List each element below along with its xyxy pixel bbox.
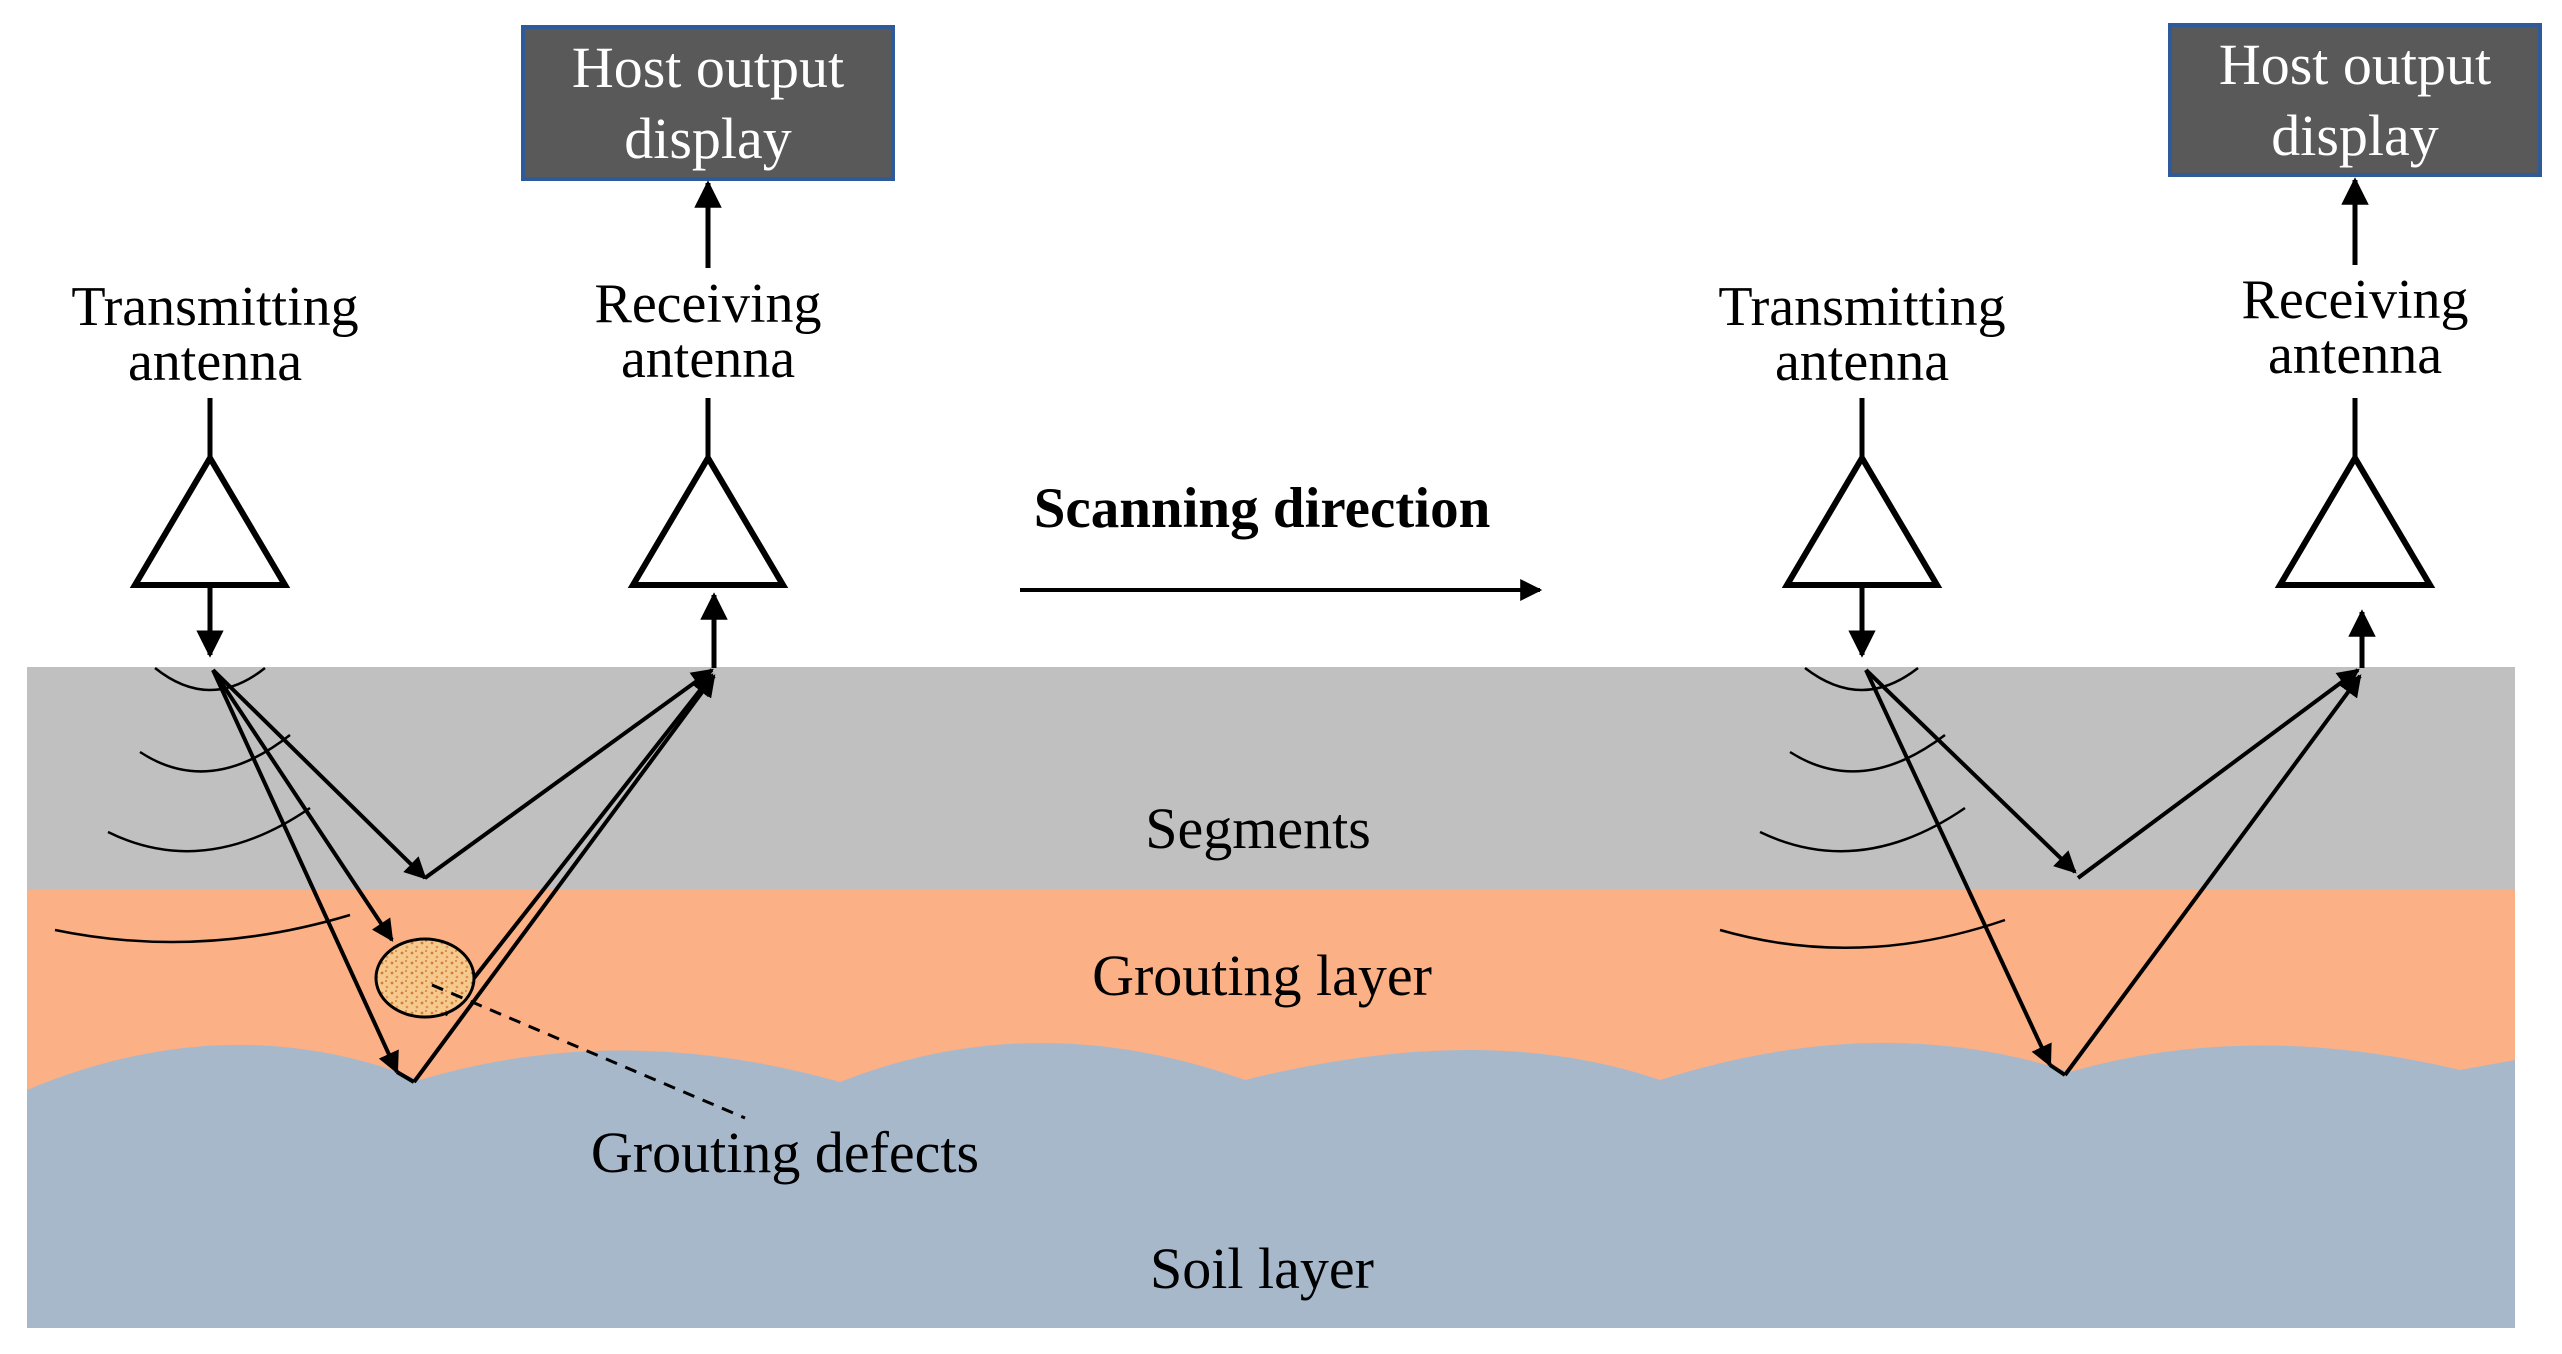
right-ray-paths	[1864, 668, 2362, 1077]
grouting-defects-label: Grouting defects	[591, 1120, 979, 1185]
left-host-box-line1: Host output	[572, 35, 844, 100]
right-receiving-label-line1: Receiving	[2241, 269, 2468, 331]
left-host-box: Host output display	[521, 25, 895, 181]
left-transmitting-label-line2: antenna	[128, 331, 302, 393]
triangle-antenna-icon	[129, 452, 291, 588]
right-host-box-line1: Host output	[2219, 32, 2491, 97]
triangle-antenna-icon	[2274, 452, 2436, 588]
soil-layer-label: Soil layer	[1150, 1236, 1374, 1301]
right-transmitting-label-line2: antenna	[1775, 331, 1949, 393]
triangle-antenna-icon	[627, 452, 789, 588]
grouting-layer-label: Grouting layer	[1092, 943, 1432, 1008]
right-transmitting-label-line1: Transmitting	[1718, 276, 2005, 338]
right-host-box: Host output display	[2168, 23, 2542, 177]
left-ray-paths	[211, 668, 716, 1084]
left-host-box-line2: display	[624, 106, 792, 171]
right-host-box-line2: display	[2271, 103, 2439, 168]
scanning-direction-label: Scanning direction	[1034, 477, 1491, 540]
segments-label: Segments	[1145, 796, 1371, 861]
soil-layer	[27, 1042, 2515, 1328]
left-transmitting-label-line1: Transmitting	[71, 276, 358, 338]
right-receiving-label-line2: antenna	[2268, 324, 2442, 386]
defect-ellipse-icon	[374, 937, 476, 1019]
left-receiving-label-line2: antenna	[621, 328, 795, 390]
left-receiving-label-line1: Receiving	[594, 273, 821, 335]
triangle-antenna-icon	[1781, 452, 1943, 588]
defect-leader-line	[431, 983, 746, 1120]
segments-layer	[27, 667, 2515, 892]
